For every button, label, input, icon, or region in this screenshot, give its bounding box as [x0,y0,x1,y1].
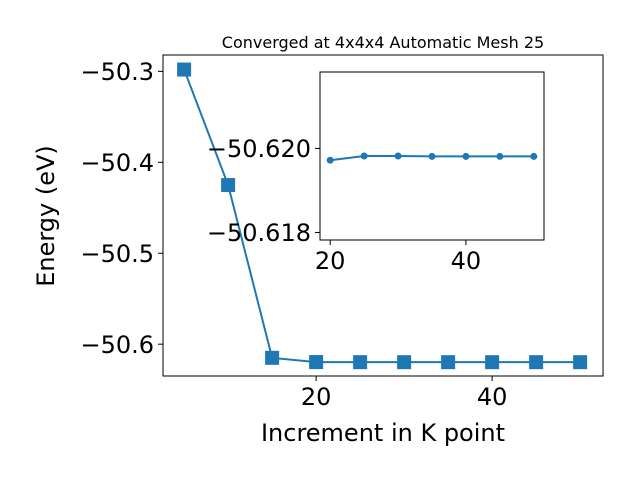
main-y-tick-label: −50.5 [80,240,154,268]
main-data-point [309,355,324,370]
main-data-point [529,355,544,370]
main-data-point [485,355,500,370]
main-x-tick-label: 40 [477,383,508,411]
main-data-point [573,355,588,370]
main-y-tick-label: −50.4 [80,149,154,177]
main-frame [162,54,604,377]
inset-data-point [530,152,538,160]
inset-data-point [360,152,368,160]
main-data-point [397,355,412,370]
main-data-point [441,355,456,370]
y-axis-label: Energy (eV) [32,145,60,287]
main-data-point [221,178,236,193]
inset-x-tick-label: 40 [451,247,482,275]
inset-data-point [428,152,436,160]
inset-data-point [394,152,402,160]
x-axis-label: Increment in K point [261,419,505,447]
main-data-point [353,355,368,370]
main-series-line [183,69,581,364]
main-data-point [177,62,192,77]
inset-axes: 20 40 −50.620 −50.618 [207,71,545,275]
main-y-tick-label: −50.6 [80,331,154,359]
main-x-tick-label: 20 [301,383,332,411]
inset-data-point [496,152,504,160]
inset-x-tick-label: 20 [315,247,346,275]
main-y-tick-label: −50.3 [80,58,154,86]
inset-y-tick-label: −50.618 [207,219,311,247]
inset-y-tick-label: −50.620 [207,135,311,163]
main-data-point [265,350,280,365]
inset-data-point [462,152,470,160]
inset-frame [319,71,545,241]
inset-data-point [326,156,334,164]
chart-title: Converged at 4x4x4 Automatic Mesh 25 [222,33,544,52]
main-axes: 20 40 −50.3 −50.4 −50.5 −50.6 [80,54,604,411]
